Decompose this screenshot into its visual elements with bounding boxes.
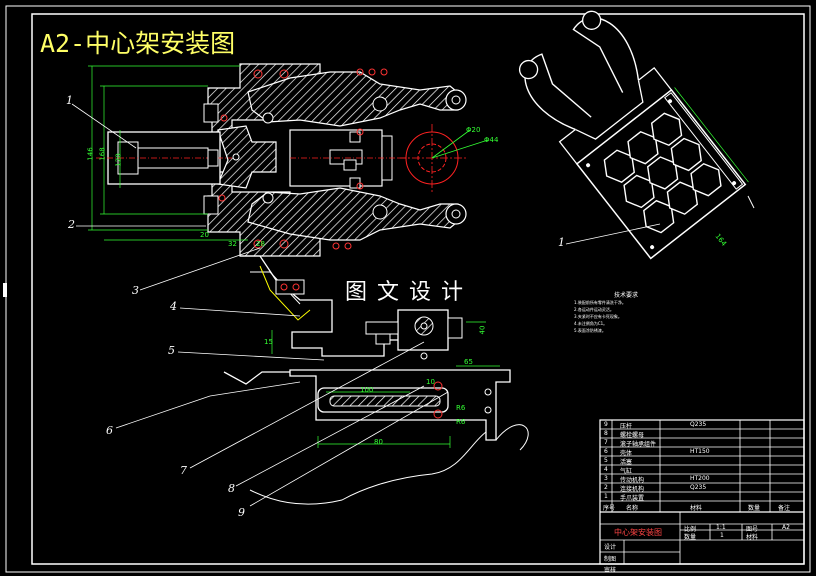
dim-40: 40: [478, 325, 487, 335]
dim-100: 100: [360, 386, 374, 394]
callout-1-detail: 1: [558, 236, 565, 249]
tech-note-line: 1.装配前所有零件清洗干净。: [574, 300, 626, 305]
callout-3: 3: [132, 284, 139, 297]
tech-note-line: 4.未注倒角为C1。: [574, 321, 608, 326]
title-block-scale-label: 比例: [684, 526, 697, 533]
dim-10: 10: [426, 378, 435, 386]
hub-pin: [232, 153, 240, 161]
upper-jaw-pivot: [445, 89, 467, 111]
bom-row-material: HT200: [690, 475, 710, 482]
small-block: [275, 279, 305, 295]
dim-r6-a: R6: [456, 404, 466, 412]
sheet-inner-border: [31, 13, 805, 565]
leader-lines: [71, 103, 661, 507]
tech-note-line: 2.各运动件运动灵活。: [574, 307, 614, 312]
bom-row-name: 壳体: [620, 450, 633, 457]
bom-row-no: 5: [604, 457, 608, 464]
title-block-scale-value: 1:1: [716, 524, 726, 531]
dim-32: 32: [228, 240, 237, 248]
screw-markers: [218, 68, 388, 250]
bom-header-no: 序号: [603, 505, 616, 512]
callout-7: 7: [180, 464, 187, 477]
dim-20: 20: [200, 231, 209, 239]
callout-9: 9: [238, 506, 245, 519]
title-block-material-label: 材料: [746, 534, 759, 541]
bom-row-no: 6: [604, 448, 608, 455]
honeycomb-cells: [603, 112, 722, 234]
dim-146: 146: [86, 147, 95, 161]
title-block-draw: 制图: [604, 556, 617, 563]
finger-left: [524, 53, 592, 131]
bom-row-no: 8: [604, 430, 608, 437]
title-block-drawing-name: 中心架安装图: [614, 528, 662, 537]
bom-header-name: 名称: [626, 505, 639, 512]
dim-15: 15: [264, 338, 273, 346]
technical-notes: 技术要求 1.装配前所有零件清洗干净。 2.各运动件运动灵活。 3.夹紧时不应有…: [574, 290, 664, 334]
bom-row-name: 滚子轴承组件: [620, 441, 657, 448]
bom-row-no: 2: [604, 484, 608, 491]
upper-jaw-lever: [247, 71, 463, 127]
finger-right: [572, 17, 640, 93]
dim-28: 28: [256, 240, 265, 248]
bom-row-name: 活塞: [620, 459, 633, 466]
drawing-title: A2-中心架安装图: [40, 29, 236, 58]
bom-row-name: 气缸: [620, 468, 633, 475]
bom-row-name: 螺栓螺母: [620, 432, 645, 439]
title-block-qty-label: 数量: [684, 534, 697, 541]
dim-phi20: Φ20: [466, 126, 481, 134]
title-block-design: 设计: [604, 544, 617, 551]
bom-row-name: 压杆: [620, 423, 633, 430]
bom-row-no: 3: [604, 475, 608, 482]
callout-8: 8: [228, 482, 235, 495]
callout-6: 6: [106, 424, 113, 437]
dim-80: 80: [374, 438, 383, 446]
title-block-sheet-value: A2: [782, 524, 790, 531]
bom-row-no: 1: [604, 493, 608, 500]
tech-note-line: 5.表面涂防锈漆。: [574, 328, 606, 333]
dim-65: 65: [464, 358, 473, 366]
hook-arm: [223, 371, 290, 385]
lower-jaw-pivot: [445, 203, 467, 225]
title-block-sheet-label: 图号: [746, 526, 759, 533]
dim-phi44: Φ44: [484, 136, 499, 144]
bom-header-note: 备注: [778, 505, 791, 512]
dimension-lines: [88, 65, 248, 241]
bom-row-no: 4: [604, 466, 608, 473]
workpiece-outline: [249, 431, 487, 505]
bom-row-no: 9: [604, 421, 608, 428]
bom-row-material: Q235: [690, 484, 707, 491]
bom-row-no: 7: [604, 439, 608, 446]
dim-120: 120: [114, 153, 123, 167]
title-block: [599, 419, 805, 565]
tech-notes-heading: 技术要求: [613, 292, 638, 299]
dim-r6-b: R6: [456, 418, 466, 426]
bom-row-name: 连接机构: [620, 486, 645, 493]
callout-2: 2: [68, 218, 75, 231]
title-block-check: 审核: [604, 567, 617, 574]
dim-168: 168: [98, 147, 107, 161]
bom-header-material: 材料: [690, 505, 703, 512]
bom-row-material: Q235: [690, 421, 707, 428]
main-assembly-view: [88, 63, 529, 505]
bom-row-name: 手爪装置: [620, 495, 645, 502]
left-edge-marker: [3, 283, 7, 297]
bom-row-material: HT150: [690, 448, 710, 455]
watermark-text: 图文设计: [345, 280, 474, 305]
bom-header-qty: 数量: [748, 505, 761, 512]
bom-row-name: 传动机构: [620, 477, 645, 484]
lower-jaw-lever: [247, 187, 463, 241]
callout-1-main: 1: [66, 94, 73, 107]
bearing-circle-view: [398, 124, 489, 192]
callout-5: 5: [168, 344, 175, 357]
callout-4: 4: [170, 300, 177, 313]
center-hub: [217, 125, 277, 189]
title-block-qty-value: 1: [720, 532, 724, 539]
tech-note-line: 3.夹紧时不应有卡死现象。: [574, 314, 622, 319]
bracket-link: [259, 265, 311, 321]
gripper-detail-view: [518, 10, 749, 260]
